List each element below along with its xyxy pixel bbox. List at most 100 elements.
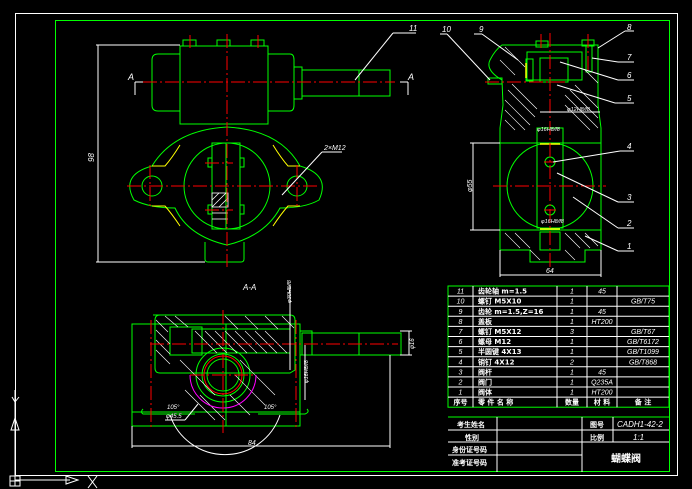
parts-cell-qty: 2 (569, 359, 574, 366)
parts-list-table (447, 285, 670, 408)
drawing-title: 蝴蝶阀 (611, 452, 641, 465)
side-fit-middle: φ16H8/f8 (537, 127, 561, 133)
balloon-6: 6 (627, 71, 632, 80)
parts-cell-qty: 1 (570, 339, 574, 346)
section-dimensions (131, 285, 412, 456)
parts-cell-qty: 1 (570, 299, 574, 306)
balloon-11: 11 (409, 24, 417, 33)
parts-cell-name: 盖板 (478, 317, 493, 326)
balloon-3: 3 (627, 193, 632, 202)
side-fit-lower: φ16H8/f8 (541, 219, 565, 225)
parts-cell-name: 螺钉 M5X12 (478, 327, 522, 336)
parts-cell-name: 阀杆 (478, 367, 492, 376)
section-fit-vertical: φ30H8/f8 (287, 279, 293, 303)
balloon-2: 2 (626, 219, 632, 228)
parts-header-qty: 数量 (565, 398, 579, 407)
cut-mark-left: A (127, 72, 134, 82)
label-exam-number: 准考证号码 (452, 458, 487, 467)
balloon-9: 9 (479, 25, 484, 34)
drawing-no-value: CADH1-42-2 (617, 420, 663, 429)
parts-cell-name: 齿轮轴 m=1.5 (478, 287, 527, 296)
label-student-name: 考生姓名 (457, 420, 485, 429)
inner-frame-border (55, 20, 670, 472)
balloon-1: 1 (627, 242, 631, 251)
parts-cell-material: 45 (598, 369, 606, 376)
parts-cell-note: GB/T1099 (627, 349, 659, 356)
section-centerlines (150, 310, 398, 433)
parts-cell-qty: 1 (570, 349, 574, 356)
parts-cell-material: 45 (598, 289, 606, 296)
parts-cell-qty: 1 (570, 390, 574, 397)
parts-cell-name: 阀体 (478, 388, 493, 397)
parts-cell-no: 11 (457, 289, 464, 296)
outer-sheet-border (15, 13, 678, 476)
balloon-7: 7 (627, 53, 632, 62)
parts-cell-qty: 1 (570, 309, 574, 316)
parts-cell-qty: 1 (570, 380, 574, 387)
parts-cell-note: GB/T75 (631, 299, 655, 306)
front-view[interactable] (129, 39, 391, 263)
drawing-no-label: 图号 (590, 420, 604, 429)
side-view-balloons: 10 9 8 7 6 5 4 3 2 1 (442, 23, 632, 251)
section-label: A-A (242, 283, 256, 292)
parts-cell-material: Q235A (591, 380, 613, 387)
parts-cell-name: 螺钉 M5X10 (478, 297, 522, 306)
parts-cell-note: GB/T868 (629, 359, 657, 366)
section-angle-right: 105° (264, 405, 277, 411)
parts-cell-no: 4 (459, 359, 463, 366)
parts-cell-note: GB/T67 (631, 329, 656, 336)
side-view-hatch (499, 46, 599, 261)
parts-cell-qty: 1 (570, 289, 574, 296)
parts-cell-no: 2 (458, 380, 463, 387)
parts-cell-name: 螺母 M12 (478, 337, 511, 346)
parts-cell-material: HT200 (591, 390, 612, 397)
front-thread-label: 2×M12 (323, 145, 346, 152)
parts-cell-no: 6 (459, 339, 463, 346)
cut-mark-right: A (407, 72, 414, 82)
parts-cell-name: 半圆键 4X13 (478, 347, 522, 356)
parts-cell-qty: 1 (570, 369, 574, 376)
parts-cell-material: HT200 (591, 319, 612, 326)
section-angle-left: 105° (167, 405, 180, 411)
front-view-highlights (152, 144, 300, 227)
front-view-hatch (211, 192, 229, 220)
scale-value: 1:1 (633, 433, 644, 442)
balloon-10: 10 (442, 25, 451, 34)
parts-cell-name: 销钉 4X12 (477, 357, 515, 366)
parts-header-material: 材 料 (593, 398, 610, 407)
balloon-4: 4 (627, 142, 632, 151)
parts-cell-qty: 1 (570, 319, 574, 326)
parts-cell-note: GB/T6172 (627, 339, 659, 346)
parts-cell-no: 9 (459, 309, 463, 316)
side-view-centerlines (485, 33, 606, 268)
front-height-dim: 98 (87, 153, 96, 162)
label-gender: 性别 (465, 433, 479, 442)
parts-header-name: 零 件 名 称 (477, 398, 513, 407)
balloon-8: 8 (627, 23, 632, 32)
parts-cell-no: 3 (459, 369, 463, 376)
side-height-dim: φ55 (467, 180, 474, 192)
title-block (448, 416, 669, 472)
parts-header-no: 序号 (453, 398, 468, 407)
parts-cell-name: 齿轮 m=1.5,Z=16 (478, 307, 543, 316)
section-radius-dim: φ45.5 (166, 414, 182, 420)
parts-cell-no: 7 (459, 329, 464, 336)
section-hatch (155, 315, 295, 421)
parts-header-note: 备 注 (634, 398, 651, 407)
side-view-dimensions (440, 30, 634, 277)
parts-cell-no: 8 (459, 319, 463, 326)
parts-cell-no: 10 (457, 299, 465, 306)
parts-cell-name: 阀门 (478, 378, 492, 387)
parts-cell-no: 1 (459, 390, 463, 397)
section-shaft-dim: φ16 (410, 338, 416, 349)
front-view-centerlines (127, 34, 395, 267)
label-id-number: 身份证号码 (451, 445, 487, 454)
parts-cell-no: 5 (459, 349, 463, 356)
side-width-dim: 64 (546, 268, 554, 275)
section-width-dim: 84 (248, 440, 256, 447)
side-fit-upper: φ12H8/f8 (567, 107, 591, 113)
scale-label: 比例 (590, 433, 604, 442)
front-view-dimensions (96, 32, 416, 263)
